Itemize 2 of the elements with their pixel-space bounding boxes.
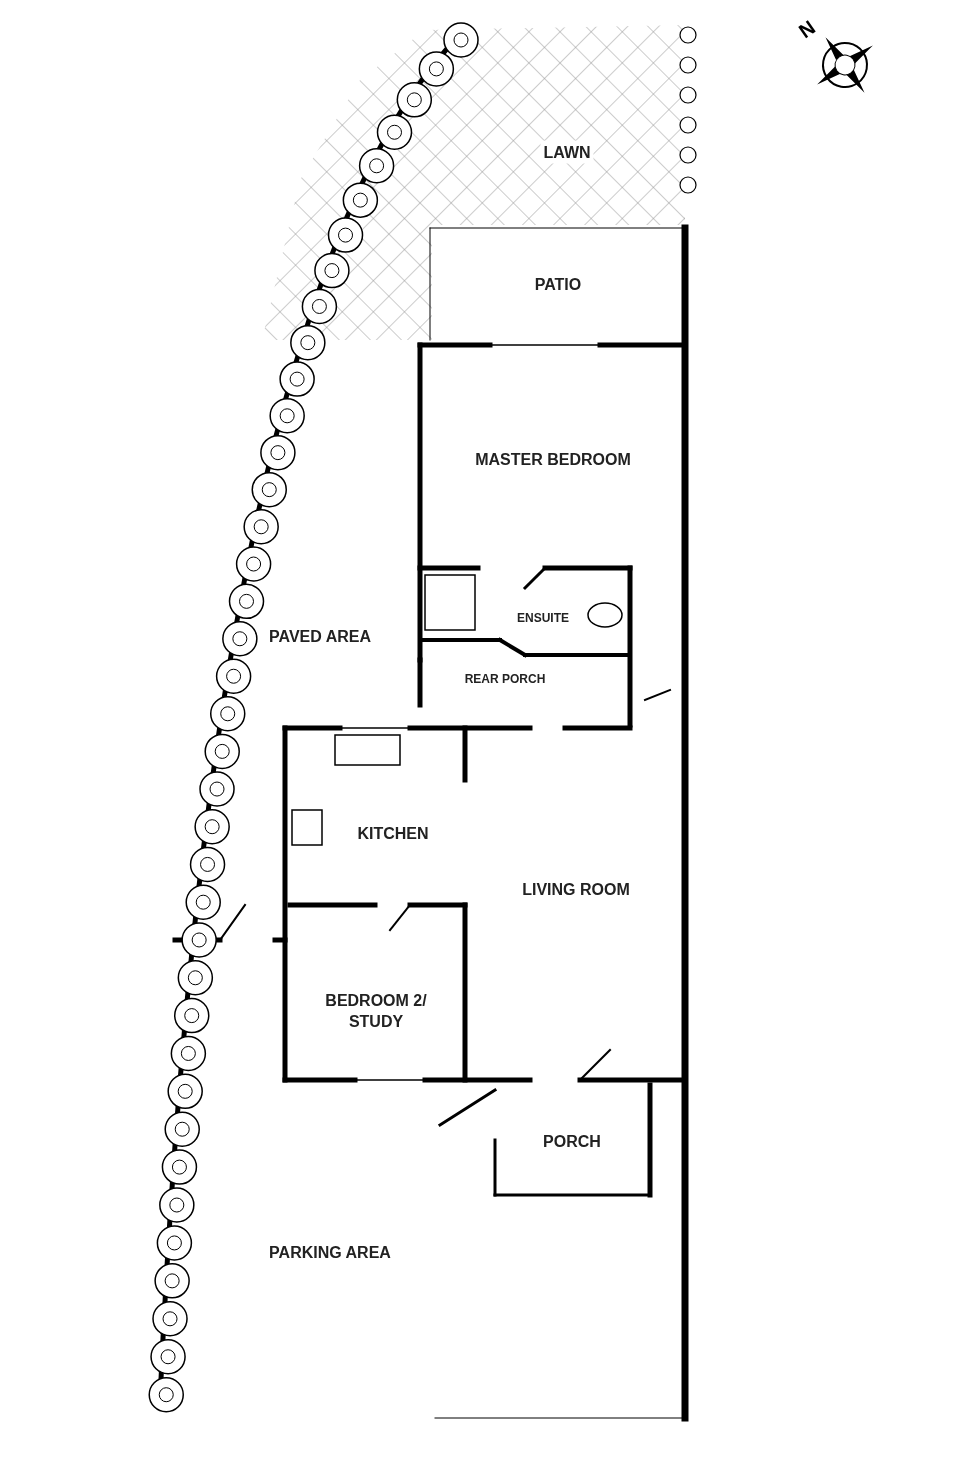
room-label: LAWN <box>540 140 594 164</box>
north-label: N <box>794 15 820 44</box>
